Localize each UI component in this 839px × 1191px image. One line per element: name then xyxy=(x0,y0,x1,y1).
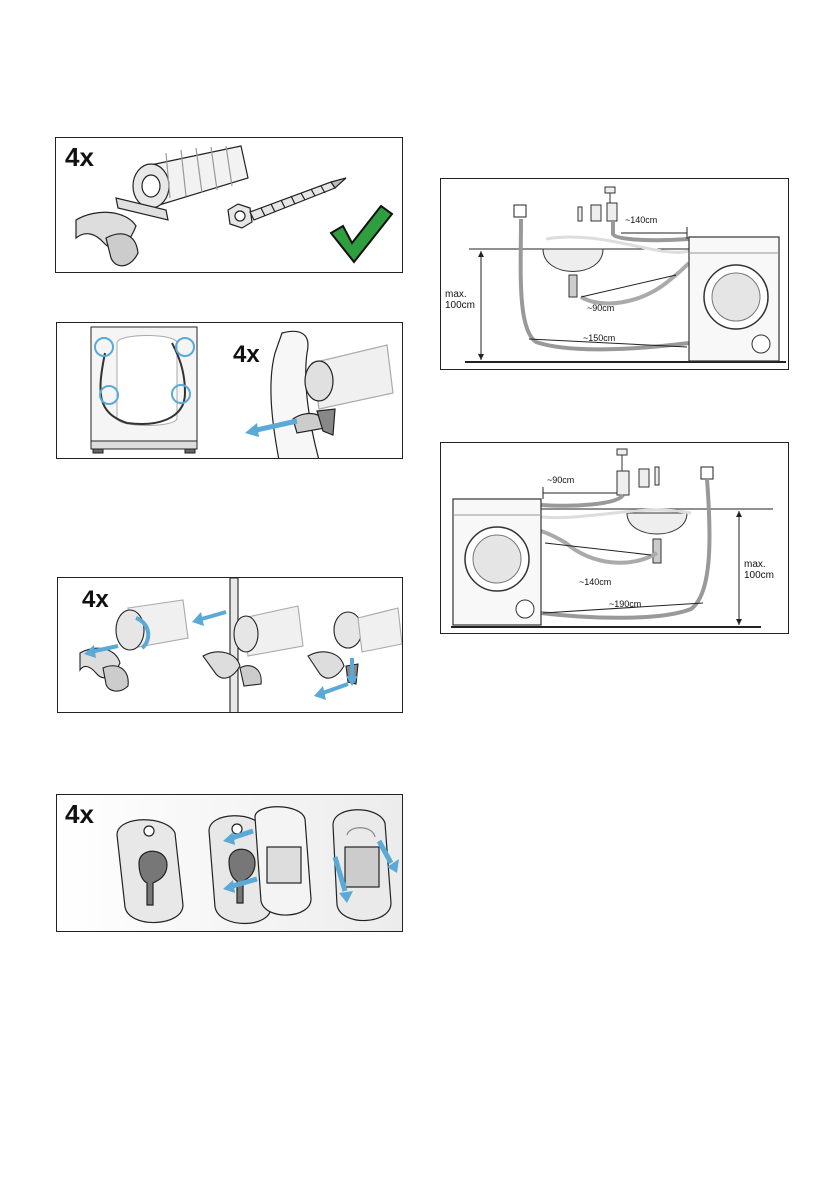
cover-plate-illustration xyxy=(116,806,399,925)
max-height-label: max. 100cm xyxy=(445,289,476,311)
panel-release-clips: 4x xyxy=(57,577,403,713)
bolt-spacer-illustration xyxy=(75,145,394,267)
dim-tap-distance: ~90cm xyxy=(547,475,575,485)
setup-diagram-left xyxy=(451,448,773,628)
hose-holder-illustration xyxy=(90,326,394,458)
panel-transport-bolts: 4x xyxy=(55,137,403,273)
repeat-count: 4x xyxy=(65,799,94,829)
dim-floor-distance: ~150cm xyxy=(583,333,616,343)
repeat-count: 4x xyxy=(65,142,94,172)
max-height-label: max. 100cm xyxy=(744,559,775,581)
dim-sink-distance: ~140cm xyxy=(579,577,612,587)
panel-setup-machine-left: ~90cm ~140cm ~190cm max. 100cm xyxy=(440,442,789,634)
dim-tap-distance: ~140cm xyxy=(625,215,658,225)
dim-sink-distance: ~90cm xyxy=(587,303,615,313)
checkmark-icon xyxy=(329,204,394,264)
clip-release-illustration xyxy=(79,578,402,712)
panel-hose-holders: 4x xyxy=(56,322,403,459)
repeat-count: 4x xyxy=(233,341,260,368)
repeat-count: 4x xyxy=(82,586,109,613)
dim-floor-distance: ~190cm xyxy=(609,599,642,609)
panel-setup-machine-right: ~140cm ~90cm ~150cm max. 100cm xyxy=(440,178,789,370)
setup-diagram-right xyxy=(465,186,786,363)
panel-cover-plates: 4x xyxy=(56,794,403,932)
